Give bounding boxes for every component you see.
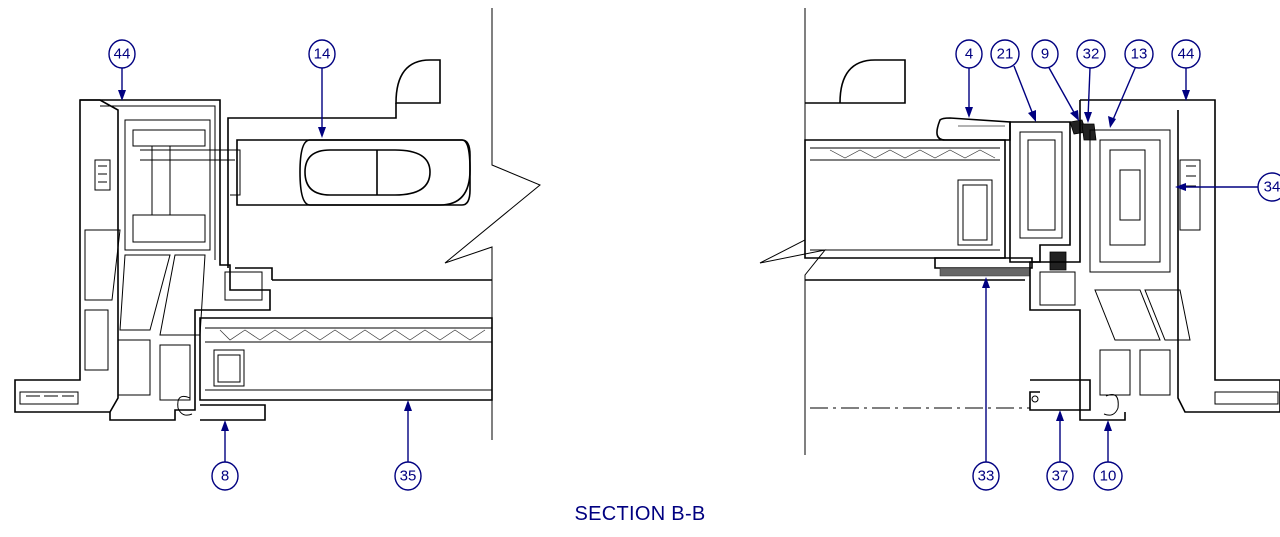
callout-32: 32 [1076, 39, 1106, 123]
callout-label: 4 [965, 46, 973, 63]
callout-13: 13 [1108, 39, 1154, 128]
callout-label: 33 [978, 468, 995, 485]
callout-33: 33 [972, 277, 1000, 491]
callout-37: 37 [1046, 410, 1074, 491]
callout-label: 10 [1100, 468, 1117, 485]
sash-profile [934, 121, 1071, 277]
seal-32 [1081, 123, 1097, 141]
callout-label: 34 [1264, 179, 1280, 196]
callout-21: 21 [990, 39, 1036, 122]
callout-14: 14 [308, 39, 336, 138]
clip-profile [1029, 379, 1091, 411]
callout-44-right: 44 [1171, 39, 1201, 101]
callout-34: 34 [1175, 172, 1280, 202]
callout-4: 4 [955, 39, 983, 118]
callout-label: 13 [1131, 46, 1148, 63]
left-glazing-panel [199, 317, 493, 421]
callout-label: 32 [1083, 46, 1100, 63]
callout-8: 8 [211, 420, 239, 491]
left-frame-profile [14, 99, 271, 421]
callout-label: 44 [114, 46, 131, 63]
callout-10: 10 [1093, 420, 1123, 491]
callout-label: 21 [997, 46, 1014, 63]
callout-label: 8 [221, 468, 229, 485]
callout-label: 44 [1178, 46, 1195, 63]
bottom-seal [1049, 251, 1067, 271]
cap-profile [936, 117, 1011, 141]
right-detail [759, 8, 1280, 455]
gasket-hatch [939, 267, 1031, 277]
left-detail [14, 8, 541, 440]
callout-44-left: 44 [108, 39, 136, 101]
right-glazing-panel [804, 139, 1006, 259]
hardware-handle-housing [140, 139, 471, 206]
callout-35: 35 [394, 400, 422, 491]
callout-9: 9 [1031, 39, 1079, 121]
right-frame-profile [1029, 99, 1280, 421]
callout-label: 14 [314, 46, 331, 63]
callout-label: 37 [1052, 468, 1069, 485]
callout-label: 9 [1041, 46, 1049, 63]
section-title: SECTION B-B [574, 503, 706, 525]
callout-label: 35 [400, 468, 417, 485]
